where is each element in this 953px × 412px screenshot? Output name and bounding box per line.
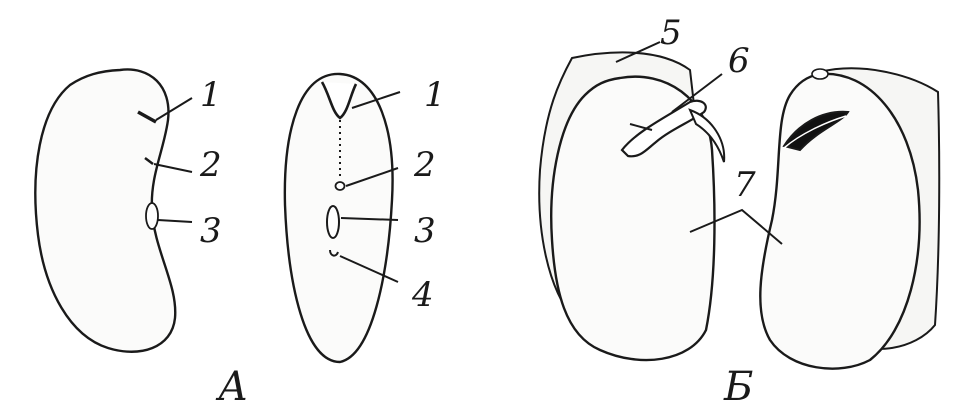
front-mark-3 xyxy=(327,206,339,238)
right-cotyledon xyxy=(760,68,939,368)
front-label-3: 3 xyxy=(414,211,436,251)
bean-front-view: 1 2 3 4 xyxy=(285,74,446,362)
b-label-5: 5 xyxy=(660,13,682,53)
panel-a: 1 2 3 1 2 3 4 А xyxy=(35,69,445,410)
side-label-2: 2 xyxy=(199,145,222,185)
side-mark-3 xyxy=(146,203,158,229)
panel-b-label: Б xyxy=(723,364,753,410)
panel-a-label: А xyxy=(215,364,248,410)
seed-coat-tab xyxy=(812,69,828,79)
side-label-3: 3 xyxy=(200,211,222,251)
b-label-6: 6 xyxy=(728,41,750,81)
front-label-2: 2 xyxy=(413,145,436,185)
left-cotyledon xyxy=(539,52,724,360)
front-mark-2 xyxy=(336,182,345,190)
bean-side-view: 1 2 3 xyxy=(35,69,221,351)
panel-b: 5 6 7 Б xyxy=(539,13,939,410)
front-label-4: 4 xyxy=(411,275,434,315)
side-label-1: 1 xyxy=(200,75,222,115)
front-label-1: 1 xyxy=(424,75,446,115)
b-label-7: 7 xyxy=(734,165,756,205)
